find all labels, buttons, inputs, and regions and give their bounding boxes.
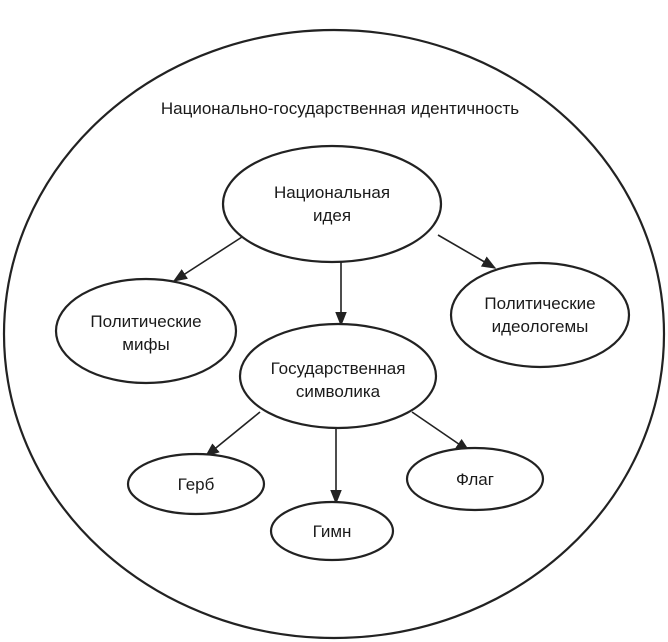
- node-political-myths-line2: мифы: [122, 335, 169, 354]
- arrow-symbols-to-coat: [204, 411, 261, 457]
- node-coat-of-arms: Герб: [126, 452, 266, 516]
- node-anthem-label: Гимн: [313, 522, 352, 541]
- node-national-idea: Национальная идея: [221, 144, 443, 264]
- node-flag: Флаг: [405, 446, 545, 512]
- arrow-idea-to-ideologemes: [437, 234, 497, 269]
- node-flag-label: Флаг: [456, 470, 494, 489]
- node-political-ideologemes: Политические идеологемы: [449, 261, 631, 369]
- node-political-ideologemes-line1: Политические: [484, 294, 595, 313]
- node-anthem: Гимн: [269, 500, 395, 562]
- node-coat-of-arms-label: Герб: [178, 475, 215, 494]
- node-state-symbols-line1: Государственная: [271, 359, 406, 378]
- node-national-idea-line1: Национальная: [274, 183, 390, 202]
- node-state-symbols: Государственная символика: [238, 322, 438, 430]
- node-political-myths: Политические мифы: [54, 277, 238, 385]
- node-political-myths-line1: Политические: [90, 312, 201, 331]
- node-political-ideologemes-line2: идеологемы: [492, 317, 589, 336]
- diagram-title: Национально-государственная идентичность: [161, 99, 519, 118]
- node-national-idea-line2: идея: [313, 206, 351, 225]
- arrow-idea-to-myths: [172, 236, 243, 282]
- arrow-symbols-to-flag: [411, 411, 471, 452]
- node-state-symbols-line2: символика: [296, 382, 381, 401]
